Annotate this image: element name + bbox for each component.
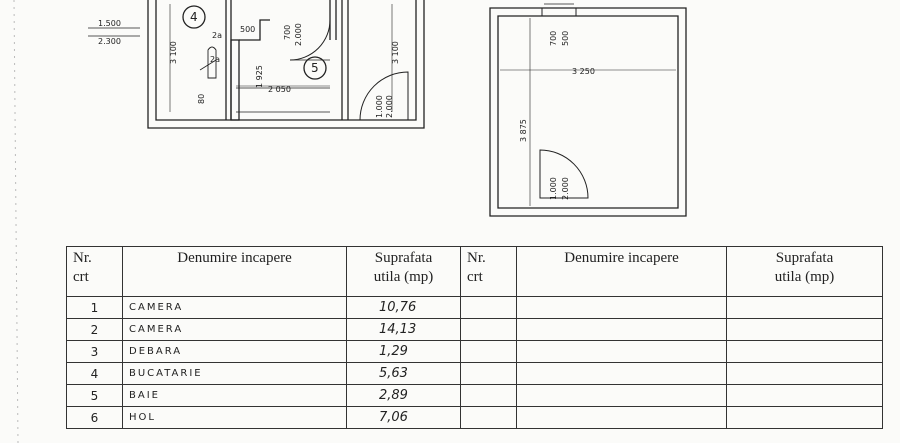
dim-door-700: 700 bbox=[283, 25, 292, 40]
left-floor-plan bbox=[88, 0, 425, 129]
row-area: 10,76 bbox=[346, 296, 461, 319]
scan-margin-line bbox=[13, 0, 19, 443]
dim-3250: 3 250 bbox=[572, 67, 595, 76]
header-denumire-1: Denumire incapere bbox=[122, 246, 347, 297]
row-empty-cell bbox=[460, 406, 517, 429]
row-nr: 5 bbox=[66, 384, 123, 407]
row-room-name: BUCATARIE bbox=[122, 362, 347, 385]
row-empty-cell bbox=[726, 318, 883, 341]
row-nr: 6 bbox=[66, 406, 123, 429]
row-nr: 2 bbox=[66, 318, 123, 341]
row-room-name: BAIE bbox=[122, 384, 347, 407]
row-empty-cell bbox=[726, 406, 883, 429]
row-empty-cell bbox=[460, 318, 517, 341]
dim-top-700: 700 bbox=[549, 31, 558, 46]
dim-height-right: 3 100 bbox=[391, 41, 400, 64]
dim-3875: 3 875 bbox=[519, 119, 528, 142]
row-area: 7,06 bbox=[346, 406, 461, 429]
row-empty-cell bbox=[726, 362, 883, 385]
dim-small-2a: 2a bbox=[212, 31, 222, 40]
dim-small-2b: 2a bbox=[210, 55, 220, 64]
room-number-4-circle bbox=[182, 5, 206, 29]
row-nr: 4 bbox=[66, 362, 123, 385]
row-room-name: CAMERA bbox=[122, 318, 347, 341]
row-empty-cell bbox=[516, 318, 727, 341]
header-denumire-2: Denumire incapere bbox=[516, 246, 727, 297]
dim-top-a: 1.500 bbox=[98, 19, 121, 28]
row-area: 14,13 bbox=[346, 318, 461, 341]
table-row: 3 DEBARA 1,29 bbox=[66, 340, 883, 363]
dim-500: 500 bbox=[240, 25, 255, 34]
dim-door2-2000: 2.000 bbox=[385, 95, 394, 118]
table-row: 6 HOL 7,06 bbox=[66, 406, 883, 429]
row-area: 1,29 bbox=[346, 340, 461, 363]
dim-height-left: 3 100 bbox=[169, 41, 178, 64]
row-room-name: DEBARA bbox=[122, 340, 347, 363]
row-empty-cell bbox=[726, 384, 883, 407]
dim-top-500: 500 bbox=[561, 31, 570, 46]
row-empty-cell bbox=[516, 362, 727, 385]
row-nr: 1 bbox=[66, 296, 123, 319]
table-row: 1 CAMERA 10,76 bbox=[66, 296, 883, 319]
row-empty-cell bbox=[516, 340, 727, 363]
header-nr-crt-1: Nr.crt bbox=[66, 246, 123, 297]
right-floor-plan bbox=[489, 3, 687, 217]
dim-top-b: 2.300 bbox=[98, 37, 121, 46]
row-empty-cell bbox=[516, 384, 727, 407]
row-empty-cell bbox=[726, 296, 883, 319]
room-label-4: 4 bbox=[190, 10, 198, 24]
left-plan-labels: 4 5 1.500 2.300 3 100 3 100 500 700 2.00… bbox=[98, 10, 400, 118]
row-empty-cell bbox=[516, 296, 727, 319]
row-empty-cell bbox=[460, 296, 517, 319]
table-row: 2 CAMERA 14,13 bbox=[66, 318, 883, 341]
row-empty-cell bbox=[460, 340, 517, 363]
row-area: 2,89 bbox=[346, 384, 461, 407]
row-nr: 3 bbox=[66, 340, 123, 363]
row-empty-cell bbox=[460, 384, 517, 407]
row-empty-cell bbox=[516, 406, 727, 429]
row-room-name: CAMERA bbox=[122, 296, 347, 319]
right-plan-labels: 700 500 3 250 3 875 1.000 2.000 bbox=[519, 31, 595, 200]
room-label-5: 5 bbox=[311, 61, 319, 75]
row-empty-cell bbox=[726, 340, 883, 363]
dim-door-2000: 2.000 bbox=[561, 177, 570, 200]
row-area: 5,63 bbox=[346, 362, 461, 385]
table-row: 5 BAIE 2,89 bbox=[66, 384, 883, 407]
dim-door-2000: 2.000 bbox=[294, 23, 303, 46]
header-nr-crt-2: Nr.crt bbox=[460, 246, 517, 297]
dim-2050: 2 050 bbox=[268, 85, 291, 94]
row-room-name: HOL bbox=[122, 406, 347, 429]
room-number-5-circle bbox=[303, 56, 327, 80]
dim-door-1000: 1.000 bbox=[549, 177, 558, 200]
dim-1925: 1 925 bbox=[255, 65, 264, 88]
dim-door2-1000: 1.000 bbox=[375, 95, 384, 118]
dim-80: 80 bbox=[197, 94, 206, 104]
row-empty-cell bbox=[460, 362, 517, 385]
table-row: 4 BUCATARIE 5,63 bbox=[66, 362, 883, 385]
